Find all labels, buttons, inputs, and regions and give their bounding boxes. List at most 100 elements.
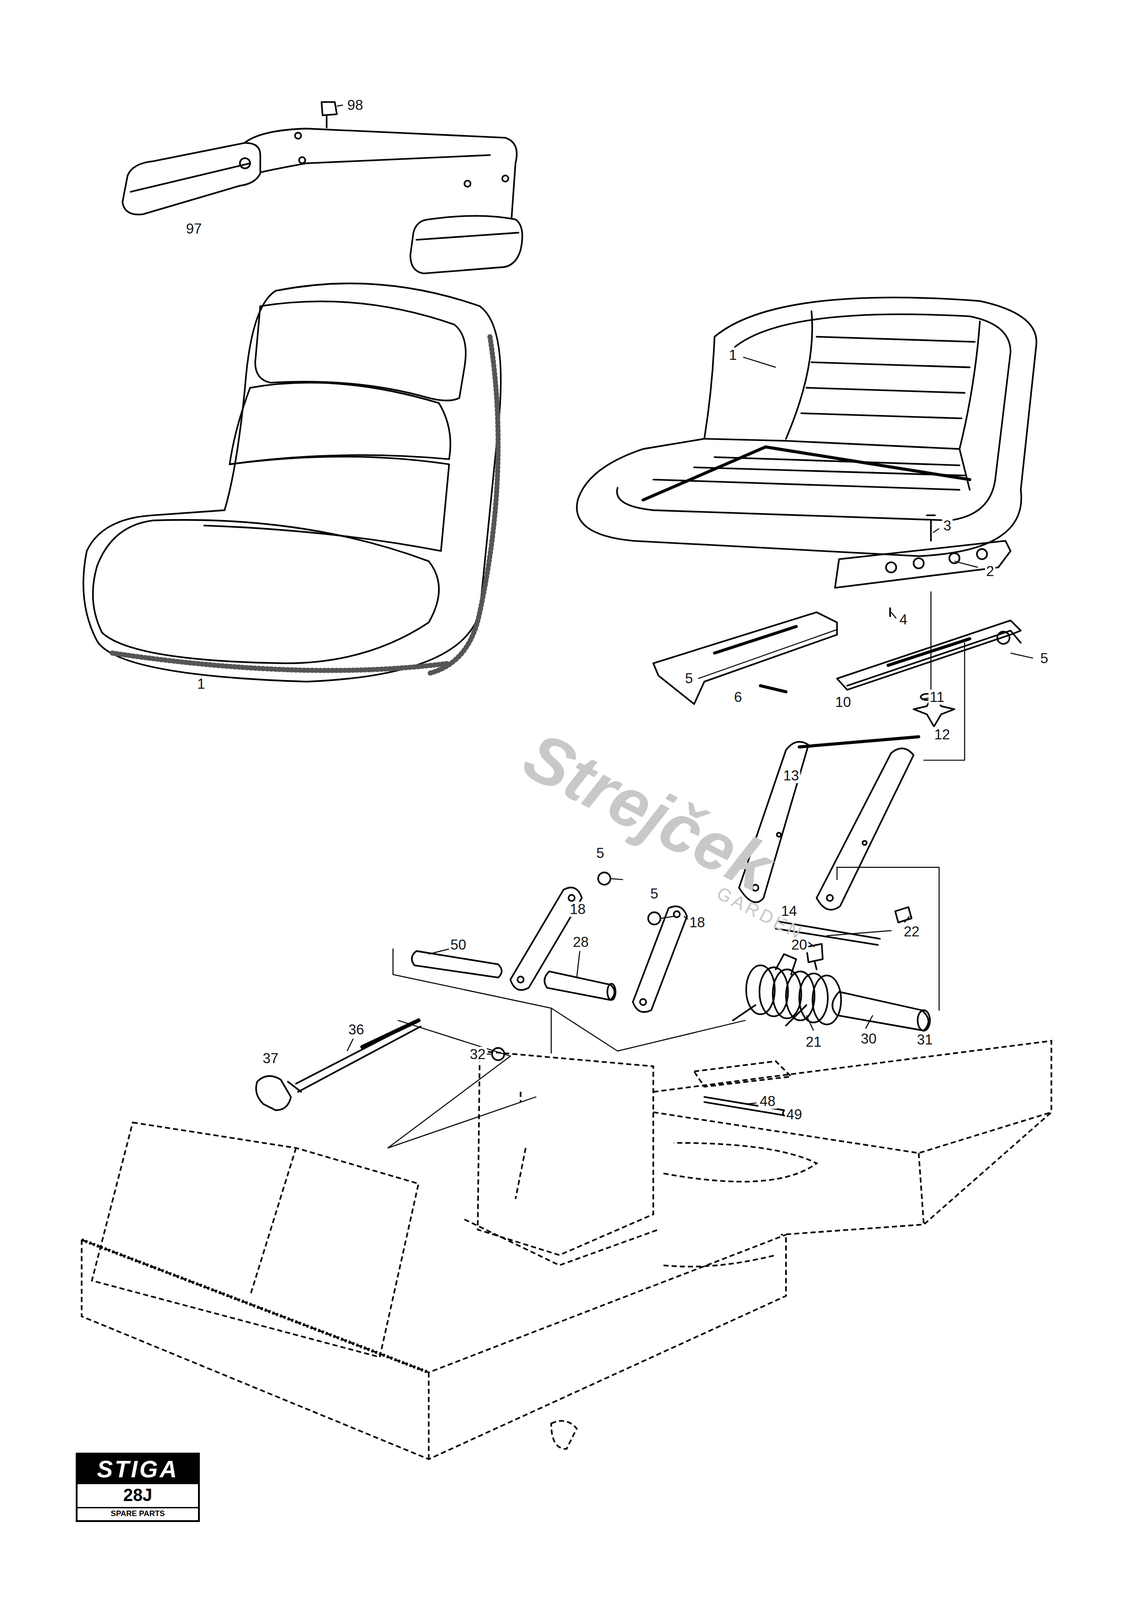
model-code: 28J [77, 1484, 199, 1508]
guide-line [826, 930, 892, 936]
caption-text: SPARE PARTS [77, 1507, 199, 1521]
hole [568, 895, 575, 902]
callout-number: 3 [942, 518, 953, 534]
callout-number: 21 [804, 1034, 823, 1050]
guide-line [387, 1020, 536, 1149]
callout-number: 32 [468, 1047, 487, 1063]
machine-body [81, 1240, 429, 1373]
callout-number: 18 [687, 915, 707, 931]
tube-end [607, 984, 616, 1001]
grease-nipple [895, 907, 912, 923]
seat-cushion [203, 456, 449, 552]
callout-number: 5 [683, 671, 695, 687]
bolt [321, 102, 338, 128]
tube-end [917, 1010, 930, 1032]
hole [239, 158, 251, 169]
armrest-bracket [236, 153, 490, 179]
callout-number: 4 [897, 612, 909, 628]
slide-rail [653, 612, 838, 704]
roller [997, 631, 1010, 645]
machine-body [81, 1041, 1052, 1460]
callout-number: 11 [928, 689, 946, 705]
seat-rib [643, 447, 970, 501]
brand-name: STIGA [77, 1454, 199, 1485]
callout-number: 6 [732, 689, 744, 705]
logo-box: STIGA28JSPARE PARTS [75, 1453, 200, 1523]
screw [927, 515, 936, 542]
guide-line [923, 642, 965, 761]
guide-line [392, 949, 746, 1054]
callout-number: 5 [1038, 651, 1050, 667]
seat [83, 283, 501, 682]
slot [888, 639, 970, 666]
callout-number: 50 [448, 937, 468, 953]
callout-number: 97 [184, 221, 204, 237]
hole [862, 840, 867, 845]
screw [889, 608, 892, 617]
callout-number: 37 [261, 1051, 280, 1067]
seat-shell [576, 297, 1037, 557]
leader-line [336, 104, 1033, 1105]
torsion-spring [732, 954, 841, 1027]
hole [502, 175, 509, 182]
hole [673, 911, 680, 918]
seat-rib [801, 336, 975, 419]
seat-cushion [229, 382, 451, 465]
threaded-rod [296, 1020, 421, 1093]
hole [464, 180, 471, 187]
slide-rail [837, 620, 1022, 690]
link [632, 906, 688, 1013]
armrest-pad [130, 163, 251, 193]
callout-number: 1 [195, 676, 207, 692]
armrest-pad [122, 142, 261, 215]
shaft [411, 951, 502, 978]
hole [295, 132, 302, 139]
axis-line [930, 592, 932, 691]
callout-number: 36 [347, 1022, 366, 1038]
hole [826, 895, 833, 902]
guide-line [610, 878, 674, 919]
slot [714, 626, 797, 654]
watermark: Strejček [512, 719, 784, 904]
hand-knob [255, 1076, 291, 1111]
seat-shell [616, 314, 1011, 521]
slide-rail [847, 630, 1021, 687]
callout-number: 2 [985, 563, 996, 579]
nut [648, 912, 661, 925]
callout-number: 31 [915, 1032, 934, 1048]
seat-rib [653, 438, 970, 490]
nut [598, 872, 611, 886]
pin [760, 685, 787, 692]
link-arm [816, 748, 914, 911]
callout-number: 14 [779, 903, 798, 919]
callout-number: 18 [568, 901, 587, 918]
seat-edge [112, 653, 449, 671]
callout-number: 22 [902, 924, 921, 940]
callout-number: 30 [859, 1031, 878, 1047]
callout-number: 5 [649, 886, 660, 902]
seat-rib [786, 311, 980, 449]
armrest-pad [410, 215, 522, 274]
seat-edge [428, 336, 499, 674]
hole [640, 999, 647, 1006]
callout-number: 28 [571, 934, 590, 950]
hole [776, 833, 782, 838]
hole [976, 549, 987, 560]
callout-number: 49 [784, 1107, 803, 1123]
cross-bar [799, 736, 919, 747]
hole [886, 562, 897, 573]
callout-number: 13 [781, 768, 801, 784]
callout-number: 10 [833, 694, 853, 710]
seat-cushion [93, 520, 439, 664]
hole [299, 157, 306, 164]
callout-number: 5 [594, 845, 606, 861]
callout-number: 1 [727, 347, 739, 363]
callout-number: 48 [758, 1094, 777, 1110]
callout-number: 20 [790, 937, 809, 953]
callout-number: 98 [345, 97, 365, 113]
hole [517, 976, 524, 983]
callout-number: 12 [932, 727, 952, 743]
armrest-pad [416, 232, 519, 240]
guide-line [836, 867, 838, 881]
